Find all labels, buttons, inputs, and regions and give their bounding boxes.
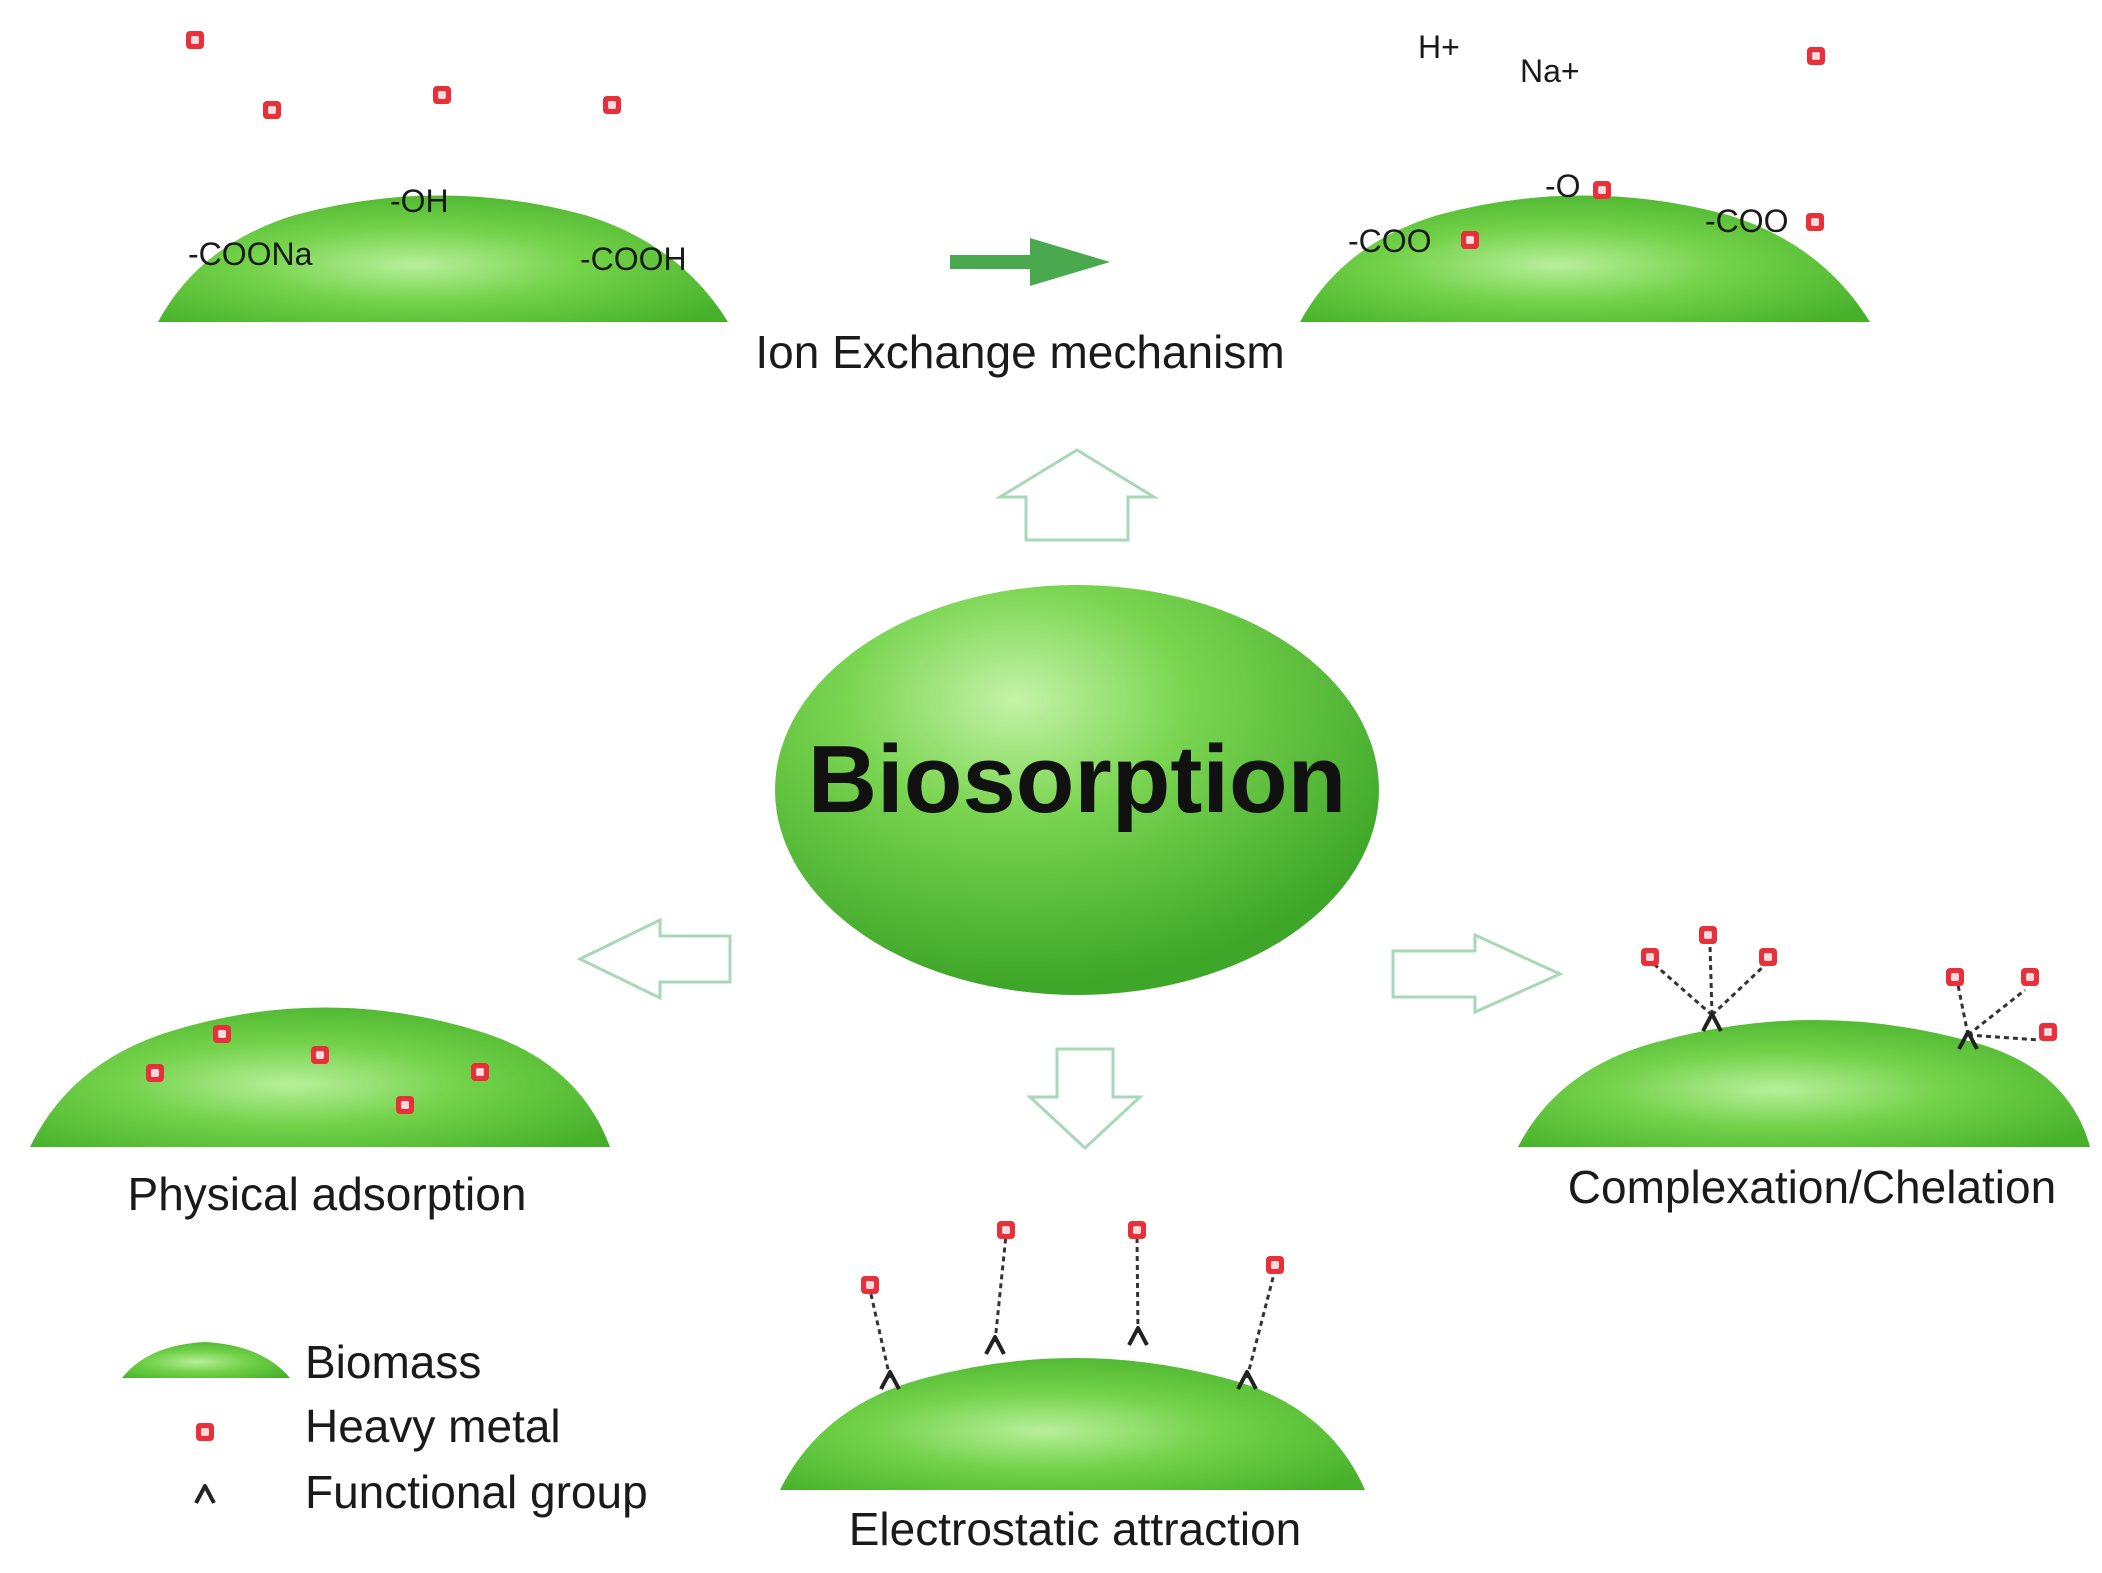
biosorption-center: Biosorption (775, 585, 1379, 995)
heavy-metal-icon (1641, 948, 1659, 966)
heavy-metal-icon (186, 31, 204, 49)
physical-adsorption-label: Physical adsorption (128, 1168, 527, 1220)
complexation-label: Complexation/Chelation (1568, 1161, 2056, 1213)
group-cooh: -COOH (580, 241, 687, 277)
biomass-dome (30, 1007, 610, 1147)
functional-group-icon (984, 1335, 1006, 1356)
legend-functional-group-icon (194, 1484, 216, 1505)
heavy-metal-icon (213, 1025, 231, 1043)
group-coo-1: -COO (1348, 223, 1432, 259)
legend-heavy-metal-icon (196, 1423, 214, 1441)
arrow-down-icon (1026, 1047, 1144, 1151)
group-coona: -COONa (188, 236, 313, 272)
legend-heavy-metal-label: Heavy metal (305, 1400, 561, 1452)
heavy-metal-icon (1806, 213, 1824, 231)
heavy-metal-icon (1807, 47, 1825, 65)
heavy-metal-icon (2039, 1023, 2057, 1041)
heavy-metal-icon (1699, 926, 1717, 944)
heavy-metal-icon (1759, 948, 1777, 966)
group-coo-2: -COO (1705, 203, 1789, 239)
heavy-metal-icon (471, 1063, 489, 1081)
complexation (1518, 926, 2090, 1147)
heavy-metal-icon (1593, 181, 1611, 199)
arrow-up-icon (994, 448, 1160, 542)
group-oh: -OH (390, 183, 449, 219)
heavy-metal-icon (997, 1221, 1015, 1239)
electrostatic-label: Electrostatic attraction (849, 1503, 1302, 1555)
heavy-metal-icon (396, 1096, 414, 1114)
physical-adsorption (30, 1007, 610, 1147)
ion-na: Na+ (1520, 53, 1580, 89)
heavy-metal-icon (1461, 231, 1479, 249)
solid-arrow-icon (950, 238, 1110, 286)
ion-h: H+ (1418, 29, 1460, 65)
ion-exchange-after: -COO -O -COO H+ Na+ (1300, 29, 1870, 322)
heavy-metal-icon (861, 1276, 879, 1294)
heavy-metal-icon (2021, 968, 2039, 986)
biomass-dome (780, 1358, 1365, 1490)
biomass-dome (1518, 1020, 2090, 1147)
heavy-metal-icon (311, 1046, 329, 1064)
heavy-metal-icon (433, 86, 451, 104)
center-label: Biosorption (808, 726, 1347, 833)
heavy-metal-icon (263, 101, 281, 119)
biomass-dome (158, 195, 728, 322)
legend: Biomass Heavy metal Functional group (122, 1336, 648, 1518)
legend-functional-group-label: Functional group (305, 1466, 648, 1518)
functional-group-icon (879, 1370, 901, 1391)
legend-biomass-label: Biomass (305, 1336, 481, 1388)
functional-group-icon (1127, 1326, 1149, 1347)
legend-biomass-icon (122, 1342, 290, 1378)
heavy-metal-icon (603, 96, 621, 114)
arrow-left-icon (576, 917, 732, 1001)
heavy-metal-icon (146, 1064, 164, 1082)
heavy-metal-icon (1266, 1256, 1284, 1274)
ion-exchange-label: Ion Exchange mechanism (755, 326, 1284, 378)
heavy-metal-icon (1946, 968, 1964, 986)
arrow-right-icon (1391, 932, 1564, 1015)
electrostatic-attraction (780, 1221, 1365, 1490)
biomass-dome (1300, 195, 1870, 322)
ion-exchange-before: -COONa -OH -COOH (158, 31, 728, 322)
group-o: -O (1545, 168, 1581, 204)
heavy-metal-icon (1128, 1221, 1146, 1239)
functional-group-icon (1701, 1012, 1723, 1033)
